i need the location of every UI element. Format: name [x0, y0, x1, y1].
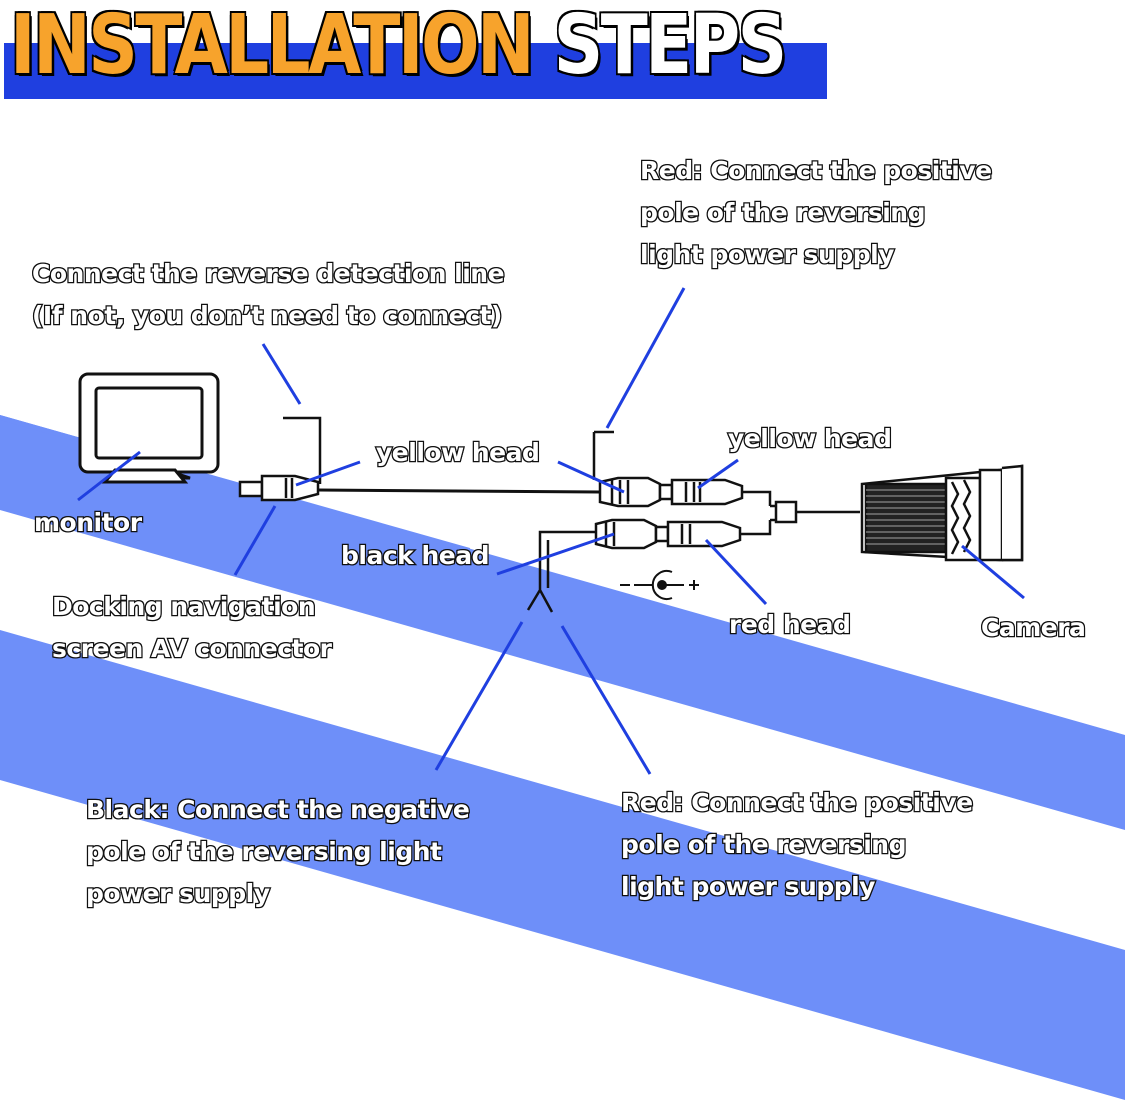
leader-camera [961, 544, 1025, 600]
dc-power-symbol-icon [620, 570, 699, 600]
label-red-top-line-3: light power supply [639, 239, 896, 271]
leader-black-head [496, 532, 615, 576]
title-word-installation: INSTALLATION [9, 0, 536, 95]
label-red-positive-top: Red: Connect the positive pole of the re… [639, 150, 994, 276]
label-docking-av-connector: Docking navigation screen AV connector [51, 586, 333, 670]
label-red-top-line-2: pole of the reversing [639, 197, 927, 229]
label-detection-line-2: (If not, you don’t need to connect) [31, 300, 504, 332]
power-split-wire [526, 530, 596, 613]
main-video-cable [317, 488, 601, 494]
leader-black-bottom [434, 621, 524, 771]
label-black-bottom-line-1: Black: Connect the negative [85, 794, 471, 826]
label-camera: Camera [980, 612, 1087, 644]
label-yellow-head-left: yellow head [375, 437, 541, 469]
detection-wire [283, 416, 322, 484]
leader-yellow-left-2 [557, 460, 625, 494]
label-red-bottom-line-1: Red: Connect the positive [620, 787, 975, 819]
merge-junction [774, 500, 798, 524]
power-connector-pair [594, 518, 742, 550]
stripe-band-2 [0, 630, 1125, 1100]
label-monitor: monitor [33, 507, 144, 539]
leader-yellow-right [697, 458, 739, 490]
leader-lines [77, 287, 1025, 775]
title-word-steps: STEPS [552, 0, 788, 95]
label-detection-line: Connect the reverse detection line (If n… [31, 253, 506, 337]
label-black-bottom-line-3: power supply [85, 878, 272, 910]
leader-yellow-left [295, 460, 361, 487]
leader-monitor [77, 450, 141, 502]
label-red-bottom-line-2: pole of the reversing [620, 829, 908, 861]
label-red-positive-bottom: Red: Connect the positive pole of the re… [620, 782, 975, 908]
rear-camera-icon [860, 464, 1024, 562]
red-top-wire [592, 430, 614, 480]
leader-detection [261, 343, 302, 405]
label-black-head: black head [340, 540, 491, 572]
rca-plug-monitor-side-icon [238, 474, 320, 502]
leader-red-top [605, 287, 686, 429]
leader-red-head [704, 538, 768, 606]
label-black-negative: Black: Connect the negative pole of the … [85, 789, 471, 915]
title-banner [4, 43, 827, 99]
label-docking-line-2: screen AV connector [51, 633, 333, 665]
label-yellow-head-right: yellow head [727, 423, 893, 455]
leader-docking [233, 505, 277, 576]
label-red-top-line-1: Red: Connect the positive [639, 155, 994, 187]
label-docking-line-1: Docking navigation [51, 591, 317, 623]
label-red-bottom-line-3: light power supply [620, 871, 877, 903]
stripe-band-1 [0, 415, 1125, 830]
label-black-bottom-line-2: pole of the reversing light [85, 836, 443, 868]
page-title: INSTALLATION STEPS [9, 0, 789, 96]
monitor-icon [78, 372, 220, 484]
yellow-connector-pair [598, 476, 744, 508]
camera-merge-wire [740, 490, 860, 536]
leader-red-bottom [560, 625, 652, 775]
label-detection-line-1: Connect the reverse detection line [31, 258, 506, 290]
label-red-head: red head [728, 609, 852, 641]
